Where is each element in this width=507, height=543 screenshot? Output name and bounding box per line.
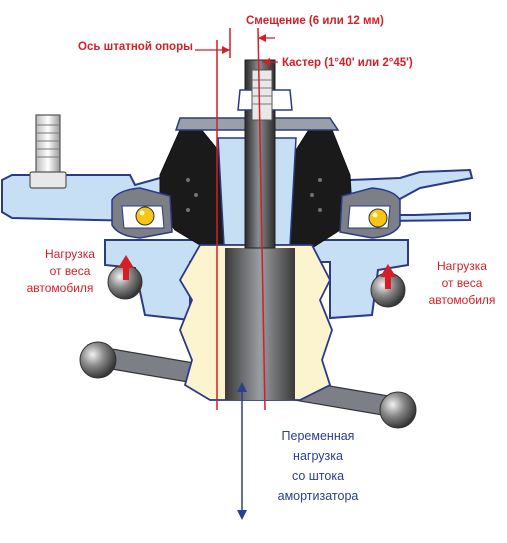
caster-label: Кастер (1°40' или 2°45') — [282, 57, 413, 69]
variable-load-line2: нагрузка — [293, 449, 343, 463]
offset-label: Смещение (6 или 12 мм) — [246, 15, 384, 27]
variable-load-arrowhead-top — [237, 382, 247, 392]
rod-tip — [251, 69, 273, 121]
variable-load-line3: со штока — [292, 469, 344, 483]
spring-end-left — [79, 341, 117, 379]
caster-axis-line — [257, 27, 266, 411]
bearing-right — [339, 187, 401, 239]
load-right-line2: от веса — [442, 276, 483, 290]
shock-body — [225, 248, 295, 400]
load-left-line2: от веса — [50, 264, 91, 278]
load-right-line3: автомобиля — [429, 293, 496, 307]
bearing-ball-right — [368, 208, 388, 228]
load-arrow-left — [118, 255, 134, 280]
offset-arrowhead — [222, 46, 230, 54]
mounting-stud — [35, 114, 61, 176]
variable-load-line4: амортизатора — [278, 489, 359, 503]
variable-load-arrowhead-bottom — [237, 510, 247, 520]
bearing-ball-left — [135, 206, 155, 226]
load-left-line3: автомобиля — [27, 281, 94, 295]
mount-axis-label: Ось штатной опоры — [78, 41, 193, 53]
variable-load-line1: Переменная — [282, 429, 355, 443]
offset-arrowhead-2 — [258, 34, 266, 42]
load-arrow-right — [380, 264, 396, 289]
load-right-line1: Нагрузка — [437, 259, 487, 273]
bearing-left — [111, 187, 173, 239]
load-left-line1: Нагрузка — [45, 247, 95, 261]
stud-nut — [29, 171, 67, 189]
caster-arrowhead — [262, 58, 270, 66]
spring-end-right — [379, 391, 417, 429]
